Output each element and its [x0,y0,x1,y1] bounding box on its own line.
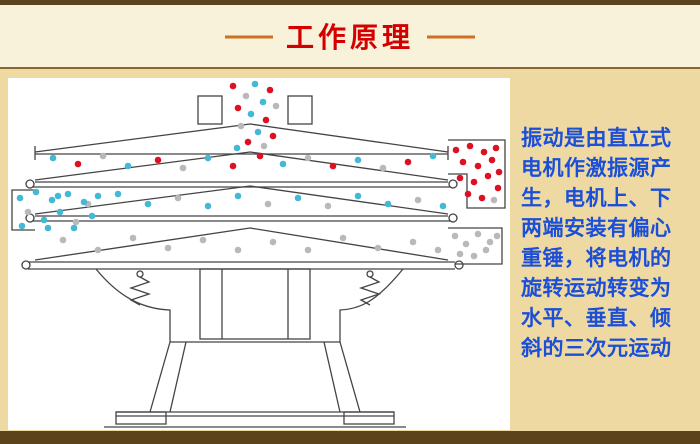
header-bar: — 工作原理 — [0,5,700,69]
outlet-right-lower [448,227,503,265]
top-border [0,0,700,5]
lid [34,123,449,153]
body-skirt-right [339,268,404,342]
outlet-right-upper [448,139,506,209]
sieve-deck-2 [34,185,449,215]
vibrating-sieve-diagram [11,80,506,428]
sieve-deck-1 [34,151,449,181]
motor-housing [199,268,311,340]
spring-left-icon [136,270,144,278]
principle-description: 振动是由直立式 电机作激振源产 生，电机上、下 两端安装有偏心 重锤，将电机的 … [521,127,672,360]
title-dash-right-icon: — [427,19,475,52]
bottom-border [0,431,700,444]
outlet-left [11,189,35,231]
base-leg-left [149,341,171,413]
spring-right-icon [366,270,374,278]
foot-left [115,411,167,425]
base-leg-right [339,341,361,413]
foot-right [343,411,395,425]
sieve-deck-3 [34,227,449,261]
page-title: 工作原理 [285,22,414,53]
inlet-port-right [287,95,313,125]
title-dash-left-icon: — [224,19,273,52]
machine-outline [11,95,506,428]
inlet-port-left [197,95,223,125]
diagram-panel [8,78,510,430]
body-skirt-left [95,268,171,342]
particle-dots [16,80,503,260]
